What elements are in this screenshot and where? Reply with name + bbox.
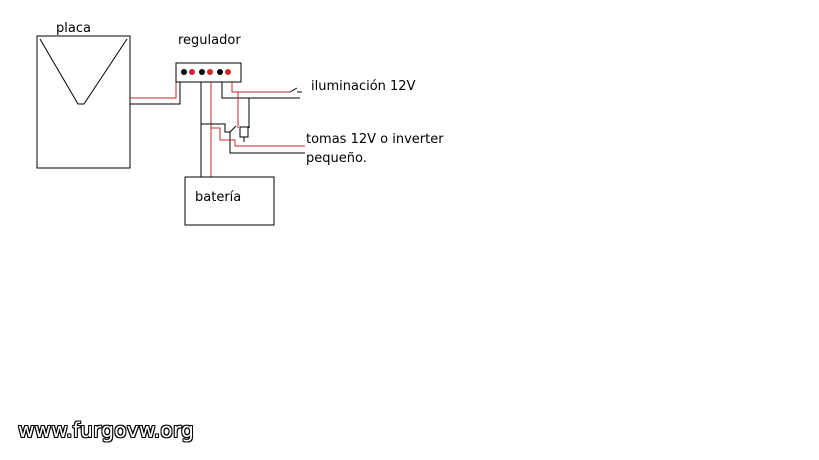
regulator-terminal-4 bbox=[207, 69, 213, 75]
regulator bbox=[175, 62, 242, 83]
regulator-terminal-1 bbox=[181, 69, 187, 75]
battery bbox=[184, 176, 275, 226]
panel-wire-negative bbox=[130, 82, 181, 105]
regulator-terminal-2 bbox=[189, 69, 195, 75]
lighting-label: iluminación 12V bbox=[311, 79, 416, 94]
regulator-terminal-6 bbox=[225, 69, 231, 75]
sockets-wire-positive bbox=[211, 127, 305, 147]
lighting-circuit bbox=[221, 82, 302, 99]
regulator-label: regulador bbox=[178, 33, 241, 48]
fuse-box bbox=[239, 126, 249, 138]
sockets-label-line1: tomas 12V o inverter bbox=[306, 132, 444, 147]
battery-outline bbox=[184, 176, 275, 226]
sockets-wire-negative bbox=[201, 123, 305, 154]
lighting-switch-blade bbox=[289, 87, 298, 93]
lighting-wire-positive bbox=[231, 82, 290, 93]
panel-wire-positive bbox=[130, 82, 177, 99]
panel-label: placa bbox=[56, 21, 91, 36]
lighting-wire-negative bbox=[221, 82, 300, 99]
regulator-terminal-3 bbox=[199, 69, 205, 75]
sockets-label-line2: pequeño. bbox=[306, 151, 367, 166]
panel-to-regulator-wires bbox=[130, 82, 181, 105]
sockets-circuit bbox=[201, 92, 305, 154]
solar-panel bbox=[36, 35, 131, 169]
solar-panel-v-mark bbox=[39, 38, 128, 105]
sockets-switch-blade bbox=[229, 125, 237, 133]
watermark-text: www.furgovw.org bbox=[18, 418, 195, 442]
battery-label: batería bbox=[195, 190, 242, 205]
regulator-to-battery-wires bbox=[200, 82, 212, 177]
regulator-terminal-5 bbox=[217, 69, 223, 75]
